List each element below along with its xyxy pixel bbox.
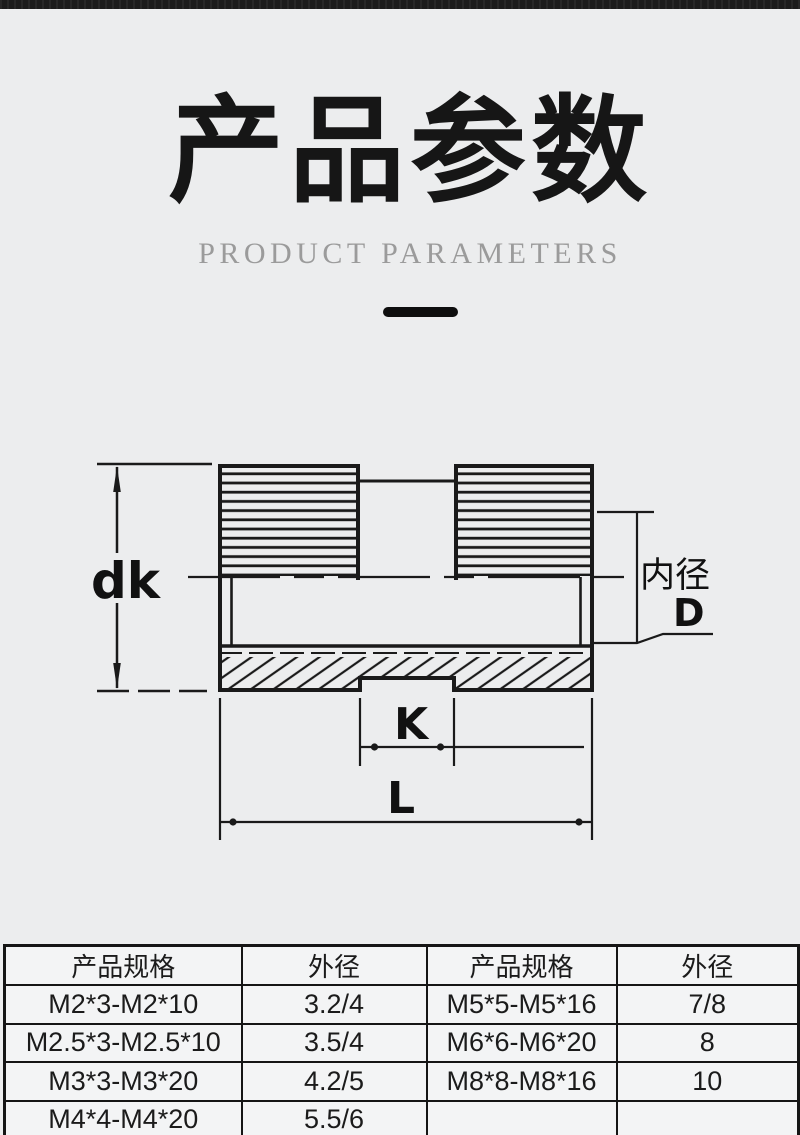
- insert-body: [188, 464, 626, 692]
- spec-cell: 10: [615, 1061, 800, 1102]
- l-dimension: [218, 698, 594, 840]
- spec-cell: M6*6-M6*20: [425, 1022, 618, 1063]
- spec-cell: 7/8: [615, 984, 800, 1025]
- spec-table: 产品规格 外径 产品规格 外径 M2*3-M2*10 3.2/4 M5*5-M5…: [3, 944, 800, 1135]
- k-dimension: [358, 698, 584, 766]
- flange-hatch: [221, 657, 591, 689]
- spec-cell: M5*5-M5*16: [425, 984, 618, 1025]
- inner-diameter-d-label: D: [673, 591, 705, 635]
- divider-dash: [382, 307, 458, 318]
- page-subtitle: PRODUCT PARAMETERS: [198, 237, 622, 271]
- spec-row: M3*3-M3*20 4.2/5 M8*8-M8*16 10: [3, 1061, 800, 1102]
- spec-cell: M3*3-M3*20: [3, 1061, 243, 1102]
- spec-cell: M4*4-M4*20: [3, 1099, 243, 1135]
- spec-header-cell: 产品规格: [3, 944, 243, 986]
- spec-cell: M2*3-M2*10: [3, 984, 243, 1025]
- spec-row: M2*3-M2*10 3.2/4 M5*5-M5*16 7/8: [3, 984, 800, 1025]
- dk-label: dk: [91, 552, 162, 610]
- spec-cell: [615, 1099, 800, 1135]
- spec-cell: 3.2/4: [240, 984, 428, 1025]
- inner-diameter-caption: 内径: [640, 556, 710, 596]
- product-diagram: dk 内径 D: [91, 462, 713, 840]
- spec-cell: M8*8-M8*16: [425, 1061, 618, 1102]
- spec-cell: 5.5/6: [240, 1099, 428, 1135]
- spec-row: M4*4-M4*20 5.5/6: [3, 1099, 800, 1135]
- spec-cell: 3.5/4: [240, 1022, 428, 1063]
- k-label: K: [394, 699, 430, 750]
- dk-dimension: [97, 462, 212, 693]
- inner-diameter-callout: [594, 510, 713, 645]
- top-bar: [0, 0, 800, 9]
- spec-table-header-row: 产品规格 外径 产品规格 外径: [3, 944, 800, 986]
- knurl-left: [222, 468, 356, 576]
- spec-cell: 4.2/5: [240, 1061, 428, 1102]
- page-title: 产品参数: [168, 84, 652, 219]
- spec-header-cell: 外径: [240, 944, 428, 986]
- spec-header-cell: 外径: [615, 944, 800, 986]
- spec-header-cell: 产品规格: [425, 944, 618, 986]
- l-label: L: [387, 773, 415, 824]
- spec-cell: 8: [615, 1022, 800, 1063]
- spec-cell: [425, 1099, 618, 1135]
- spec-cell: M2.5*3-M2.5*10: [3, 1022, 243, 1063]
- spec-row: M2.5*3-M2.5*10 3.5/4 M6*6-M6*20 8: [3, 1022, 800, 1063]
- knurl-right: [458, 468, 590, 576]
- page-header: 产品参数 PRODUCT PARAMETERS: [10, 9, 800, 318]
